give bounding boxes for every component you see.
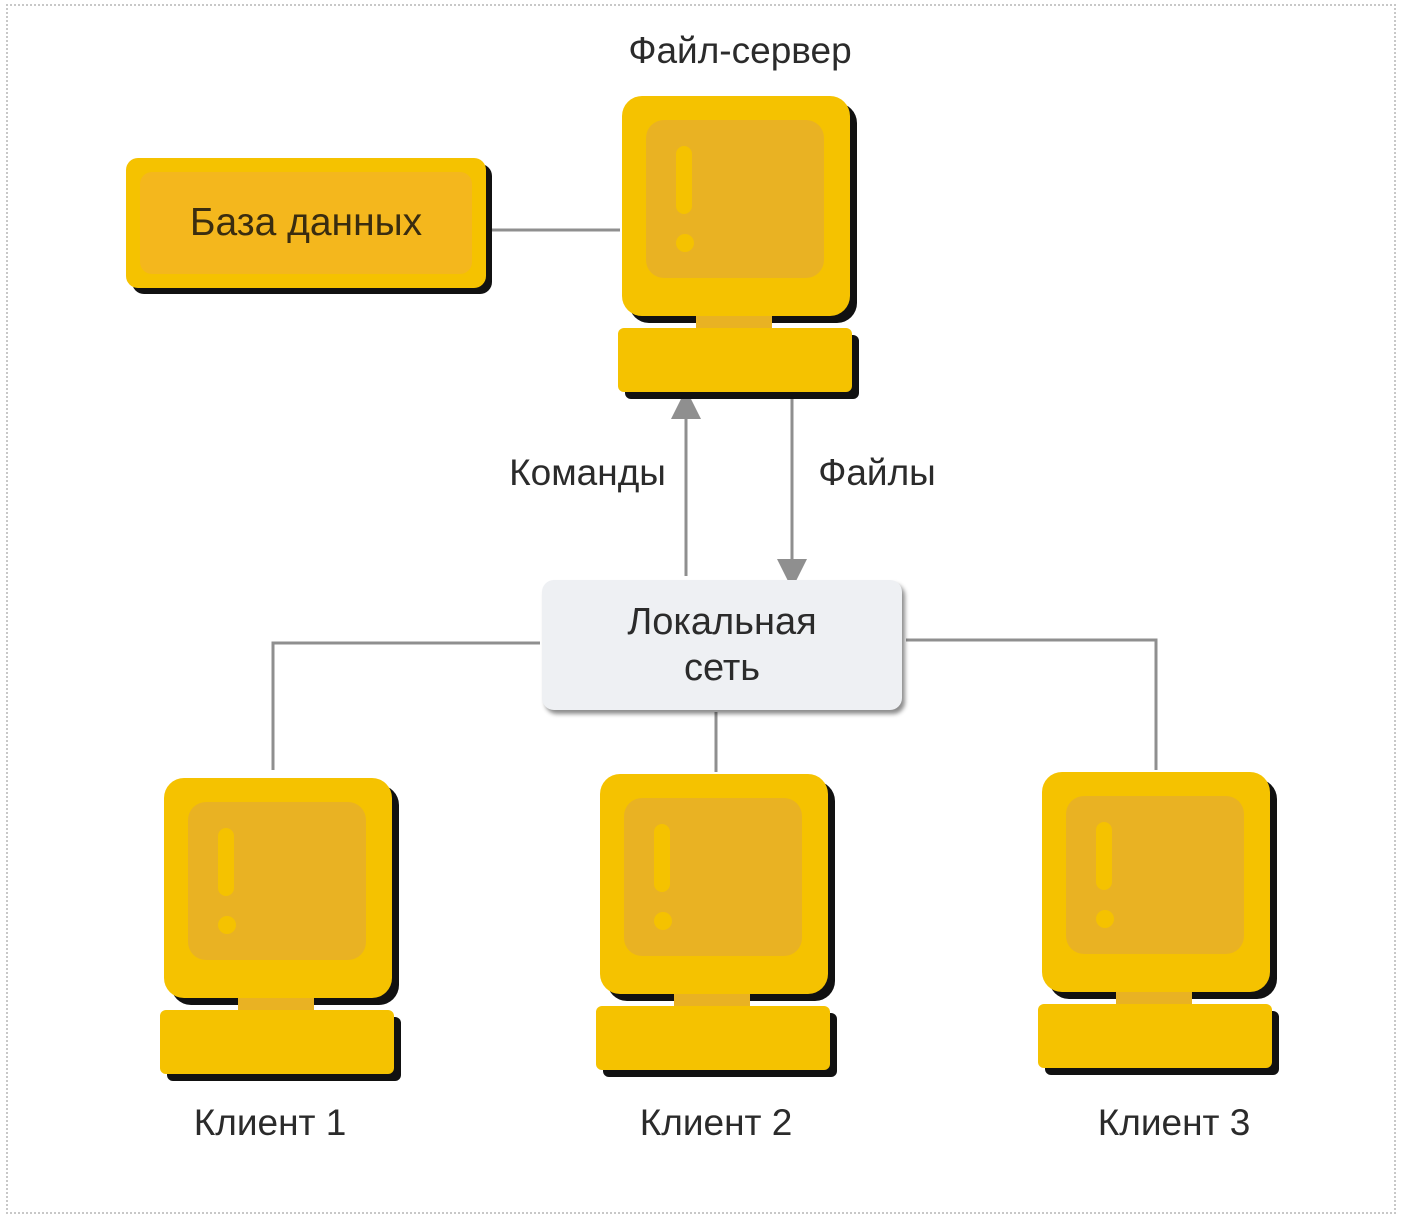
client-2-computer[interactable] bbox=[596, 774, 840, 1078]
file-server-computer[interactable] bbox=[618, 96, 862, 400]
keyboard-base bbox=[618, 328, 852, 392]
keyboard-base bbox=[160, 1010, 394, 1074]
monitor-icon bbox=[164, 778, 392, 998]
monitor-icon bbox=[1042, 772, 1270, 992]
client-3-label: Клиент 3 bbox=[1097, 1102, 1251, 1143]
client-3-computer[interactable] bbox=[1038, 772, 1282, 1076]
diagram-frame bbox=[6, 4, 1396, 1214]
screen bbox=[188, 802, 366, 960]
screen bbox=[646, 120, 824, 278]
screen bbox=[1066, 796, 1244, 954]
screen bbox=[624, 798, 802, 956]
lan-client1-link bbox=[271, 641, 540, 770]
database-box[interactable]: База данных bbox=[126, 158, 486, 288]
client-1-label: Клиент 1 bbox=[193, 1102, 347, 1143]
monitor-icon bbox=[600, 774, 828, 994]
local-network-label-line1: Локальная bbox=[627, 601, 817, 643]
monitor-icon bbox=[622, 96, 850, 316]
database-label: База данных bbox=[140, 172, 472, 274]
client-1-computer[interactable] bbox=[160, 778, 404, 1082]
keyboard-base bbox=[1038, 1004, 1272, 1068]
client-2-label: Клиент 2 bbox=[639, 1102, 793, 1143]
commands-label: Команды bbox=[509, 452, 666, 493]
local-network-label-line2: сеть bbox=[683, 647, 761, 689]
files-label: Файлы bbox=[818, 452, 936, 493]
keyboard-base bbox=[596, 1006, 830, 1070]
file-server-label: Файл-сервер bbox=[628, 30, 852, 71]
lan-client3-link bbox=[906, 638, 1158, 770]
local-network-box[interactable]: Локальная сеть bbox=[542, 580, 902, 710]
